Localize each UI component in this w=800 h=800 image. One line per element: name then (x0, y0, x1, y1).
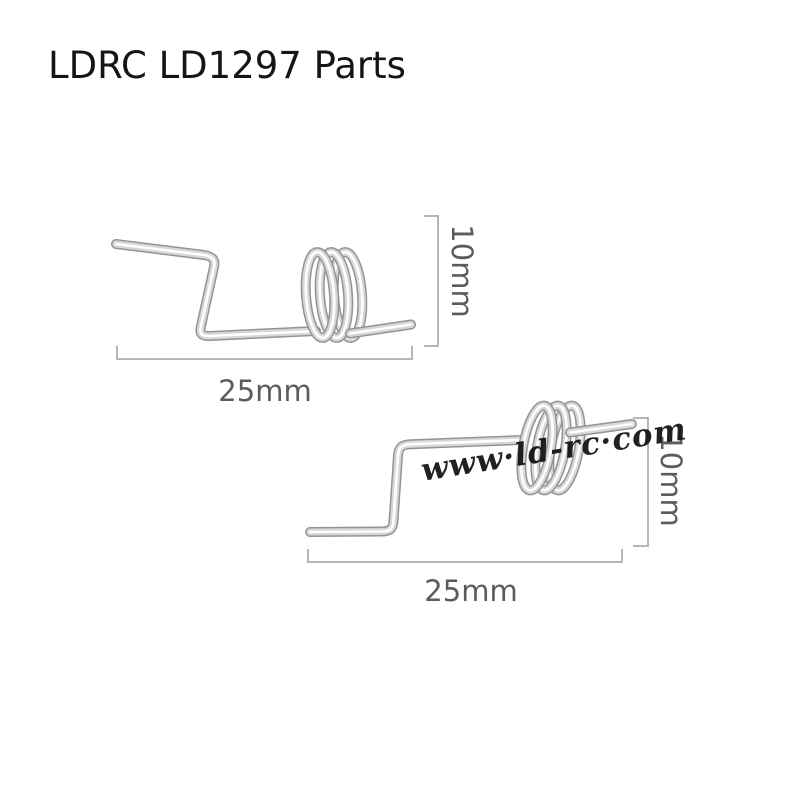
spring-right-width-label: 25mm (424, 574, 518, 608)
spring-left-width-dimension-line (116, 346, 413, 360)
page-title: LDRC LD1297 Parts (48, 44, 406, 87)
spring-left-height-label: 10mm (445, 224, 479, 318)
spring-right-width-dimension-line (307, 549, 623, 563)
spring-right-height-dimension-line (633, 417, 649, 547)
spring-left-width-label: 25mm (218, 374, 312, 408)
spring-left-height-dimension-line (424, 215, 439, 347)
spring-left-arm (116, 244, 316, 336)
spring-left (116, 244, 411, 339)
